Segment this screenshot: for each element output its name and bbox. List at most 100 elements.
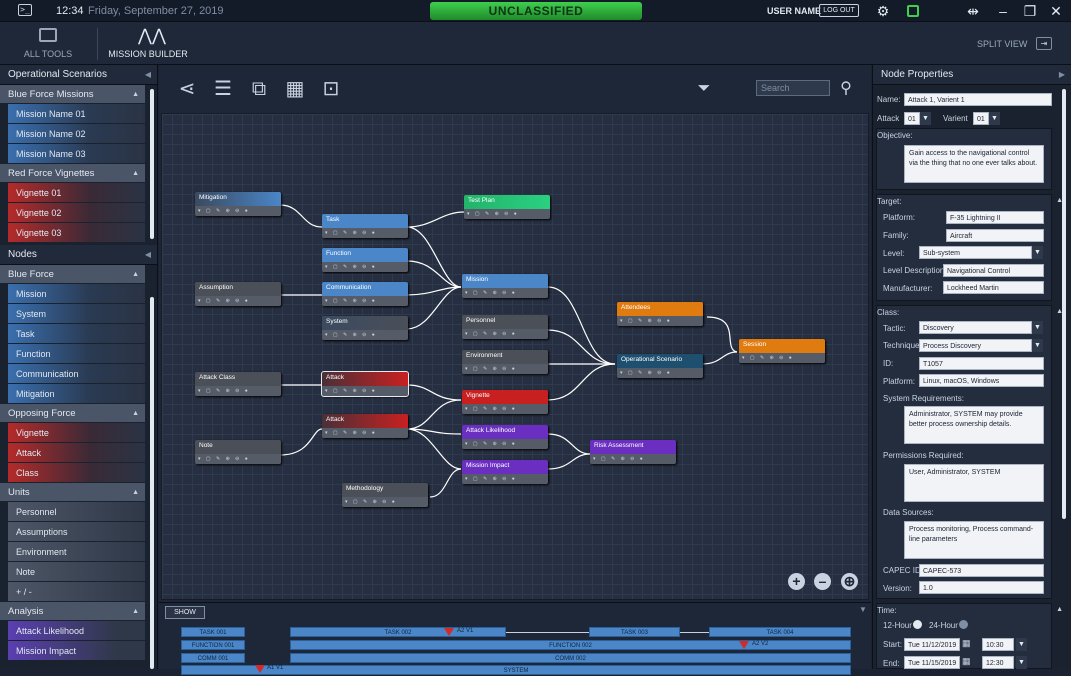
platform-field[interactable]: F-35 Lightning II xyxy=(946,211,1044,224)
mission-item[interactable]: Mission Name 03 xyxy=(8,144,145,164)
timeline-bar[interactable]: TASK 004 xyxy=(709,627,851,637)
node-mission-impact[interactable]: Mission Impact▾ ▢ ✎ ⊕ ⊖ ● xyxy=(462,460,548,484)
node-attack-class[interactable]: Attack Class▾ ▢ ✎ ⊕ ⊖ ● xyxy=(195,372,281,396)
mission-item[interactable]: Mission Name 02 xyxy=(8,124,145,144)
node-communication[interactable]: Communication▾ ▢ ✎ ⊕ ⊖ ● xyxy=(322,282,408,306)
flow-view-icon[interactable]: ⧉ xyxy=(251,78,267,100)
node-type-item[interactable]: Attack Likelihood xyxy=(8,621,145,641)
node-attack[interactable]: Attack▾ ▢ ✎ ⊕ ⊖ ● xyxy=(322,414,408,438)
node-environment[interactable]: Environment▾ ▢ ✎ ⊕ ⊖ ● xyxy=(462,350,548,374)
restore-icon[interactable]: ❐ xyxy=(1023,3,1037,19)
timeline-bar[interactable]: TASK 001 xyxy=(181,627,245,637)
mission-item[interactable]: Mission Name 01 xyxy=(8,104,145,124)
collapse-icon[interactable]: ◀ xyxy=(144,250,151,259)
manufacturer-field[interactable]: Lockheed Martin xyxy=(943,281,1044,294)
timeline-bar[interactable]: FUNCTION 002 xyxy=(290,640,851,650)
node-type-item[interactable]: Note xyxy=(8,562,145,582)
node-operational-scenario[interactable]: Operational Scenario▾ ▢ ✎ ⊕ ⊖ ● xyxy=(617,354,703,378)
node-mitigation[interactable]: Mitigation▾ ▢ ✎ ⊕ ⊖ ● xyxy=(195,192,281,216)
fit-screen-icon[interactable]: ⊕ xyxy=(841,573,858,590)
radio-24-hour[interactable] xyxy=(959,620,968,629)
fit-view-icon[interactable]: ⊡ xyxy=(322,78,340,100)
caret-up-icon[interactable]: ▲ xyxy=(1056,197,1063,204)
group-analysis[interactable]: Analysis▲ xyxy=(0,602,145,621)
timeline-bar[interactable]: TASK 002 xyxy=(290,627,506,637)
node-type-item[interactable]: Mitigation xyxy=(8,384,145,404)
dropdown-arrow-icon[interactable]: ▼ xyxy=(920,112,931,125)
zoom-in-icon[interactable]: + xyxy=(788,573,805,590)
logout-button[interactable]: LOG OUT xyxy=(819,4,859,17)
dropdown-arrow-icon[interactable]: ▼ xyxy=(1016,656,1027,669)
node-task[interactable]: Task▾ ▢ ✎ ⊕ ⊖ ● xyxy=(322,214,408,238)
node-type-item[interactable]: + / - xyxy=(8,582,145,602)
event-marker-icon[interactable] xyxy=(444,628,454,636)
node-type-item[interactable]: Class xyxy=(8,463,145,483)
calendar-icon[interactable]: ▦ xyxy=(962,638,971,648)
end-time-field[interactable]: 12:30 PM xyxy=(982,656,1014,669)
node-graph[interactable]: Mitigation▾ ▢ ✎ ⊕ ⊖ ● Task▾ ▢ ✎ ⊕ ⊖ ● Te… xyxy=(161,113,869,600)
node-type-item[interactable]: Personnel xyxy=(8,502,145,522)
split-arrows-icon[interactable]: ⇹ xyxy=(967,3,979,19)
timeline-bar[interactable]: COMM 002 xyxy=(290,653,851,663)
group-red-force-vignettes[interactable]: Red Force Vignettes▲ xyxy=(0,164,145,183)
node-vignette[interactable]: Vignette▾ ▢ ✎ ⊕ ⊖ ● xyxy=(462,390,548,414)
properties-scrollbar[interactable] xyxy=(1062,89,1066,519)
caret-up-icon[interactable]: ▲ xyxy=(1056,308,1063,315)
dropdown-arrow-icon[interactable]: ▼ xyxy=(1016,638,1027,651)
radio-12-hour[interactable] xyxy=(913,620,922,629)
node-function[interactable]: Function▾ ▢ ✎ ⊕ ⊖ ● xyxy=(322,248,408,272)
dropdown-arrow-icon[interactable]: ▼ xyxy=(1032,321,1043,334)
node-risk-assessment[interactable]: Risk Assessment▾ ▢ ✎ ⊕ ⊖ ● xyxy=(590,440,676,464)
split-view-button[interactable]: ⇥ xyxy=(1036,37,1052,50)
event-marker-icon[interactable] xyxy=(255,665,265,673)
version-field[interactable]: 1.0 xyxy=(919,581,1044,594)
search-input[interactable]: Search xyxy=(756,80,830,96)
group-blue-force[interactable]: Blue Force▲ xyxy=(0,265,145,284)
filter-icon[interactable]: ⏷ xyxy=(697,80,711,97)
vignette-item[interactable]: Vignette 03 xyxy=(8,223,145,243)
list-view-icon[interactable]: ☰ xyxy=(214,78,232,100)
node-assumption[interactable]: Assumption▾ ▢ ✎ ⊕ ⊖ ● xyxy=(195,282,281,306)
gear-icon[interactable]: ⚙ xyxy=(876,3,890,19)
show-button[interactable]: SHOW xyxy=(165,606,205,619)
expand-icon[interactable]: ▶ xyxy=(1058,70,1065,79)
calendar-icon[interactable]: ▦ xyxy=(962,656,971,666)
dropdown-arrow-icon[interactable]: ▼ xyxy=(1032,339,1043,352)
event-marker-icon[interactable] xyxy=(739,641,749,649)
level-select[interactable]: Sub-system xyxy=(919,246,1032,259)
graph-view-icon[interactable]: ⋖ xyxy=(178,78,196,100)
node-type-item[interactable]: Environment xyxy=(8,542,145,562)
capec-id-field[interactable]: CAPEC-573 xyxy=(919,564,1044,577)
frame-view-icon[interactable]: ▦ xyxy=(285,78,305,100)
mission-builder-button[interactable]: ⋀⋀ MISSION BUILDER xyxy=(108,26,188,59)
technique-select[interactable]: Process Discovery xyxy=(919,339,1032,352)
vignette-item[interactable]: Vignette 02 xyxy=(8,203,145,223)
data-sources-field[interactable]: Process monitoring, Process command-line… xyxy=(904,521,1044,559)
search-icon[interactable]: ⚲ xyxy=(840,80,852,97)
scenarios-scrollbar[interactable] xyxy=(150,89,154,239)
node-personnel[interactable]: Personnel▾ ▢ ✎ ⊕ ⊖ ● xyxy=(462,315,548,339)
node-attack-selected[interactable]: Attack▾ ▢ ✎ ⊕ ⊖ ● xyxy=(321,371,409,397)
node-type-item[interactable]: System xyxy=(8,304,145,324)
dropdown-arrow-icon[interactable]: ▼ xyxy=(989,112,1000,125)
timeline-bar[interactable]: FUNCTION 001 xyxy=(181,640,245,650)
node-type-item[interactable]: Communication xyxy=(8,364,145,384)
node-system[interactable]: System▾ ▢ ✎ ⊕ ⊖ ● xyxy=(322,316,408,340)
start-time-field[interactable]: 10:30 AM xyxy=(982,638,1014,662)
node-type-item[interactable]: Vignette xyxy=(8,423,145,443)
nodes-scrollbar[interactable] xyxy=(150,297,154,669)
node-methodology[interactable]: Methodology▾ ▢ ✎ ⊕ ⊖ ● xyxy=(342,483,428,507)
close-icon[interactable]: ✕ xyxy=(1050,3,1062,19)
system-requirements-field[interactable]: Administrator, SYSTEM may provide better… xyxy=(904,406,1044,444)
all-tools-button[interactable]: ALL TOOLS xyxy=(20,22,76,65)
node-attendees[interactable]: Attendees▾ ▢ ✎ ⊕ ⊖ ● xyxy=(617,302,703,326)
start-date-field[interactable]: Tue 11/12/2019 xyxy=(904,638,960,651)
node-type-item[interactable]: Task xyxy=(8,324,145,344)
name-field[interactable]: Attack 1, Varient 1 xyxy=(904,93,1052,106)
minimize-icon[interactable]: – xyxy=(999,3,1007,19)
id-field[interactable]: T1057 xyxy=(919,357,1044,370)
level-description-field[interactable]: Navigational Control xyxy=(943,264,1044,277)
vignette-item[interactable]: Vignette 01 xyxy=(8,183,145,203)
node-attack-likelihood[interactable]: Attack Likelihood▾ ▢ ✎ ⊕ ⊖ ● xyxy=(462,425,548,449)
node-session[interactable]: Session▾ ▢ ✎ ⊕ ⊖ ● xyxy=(739,339,825,363)
